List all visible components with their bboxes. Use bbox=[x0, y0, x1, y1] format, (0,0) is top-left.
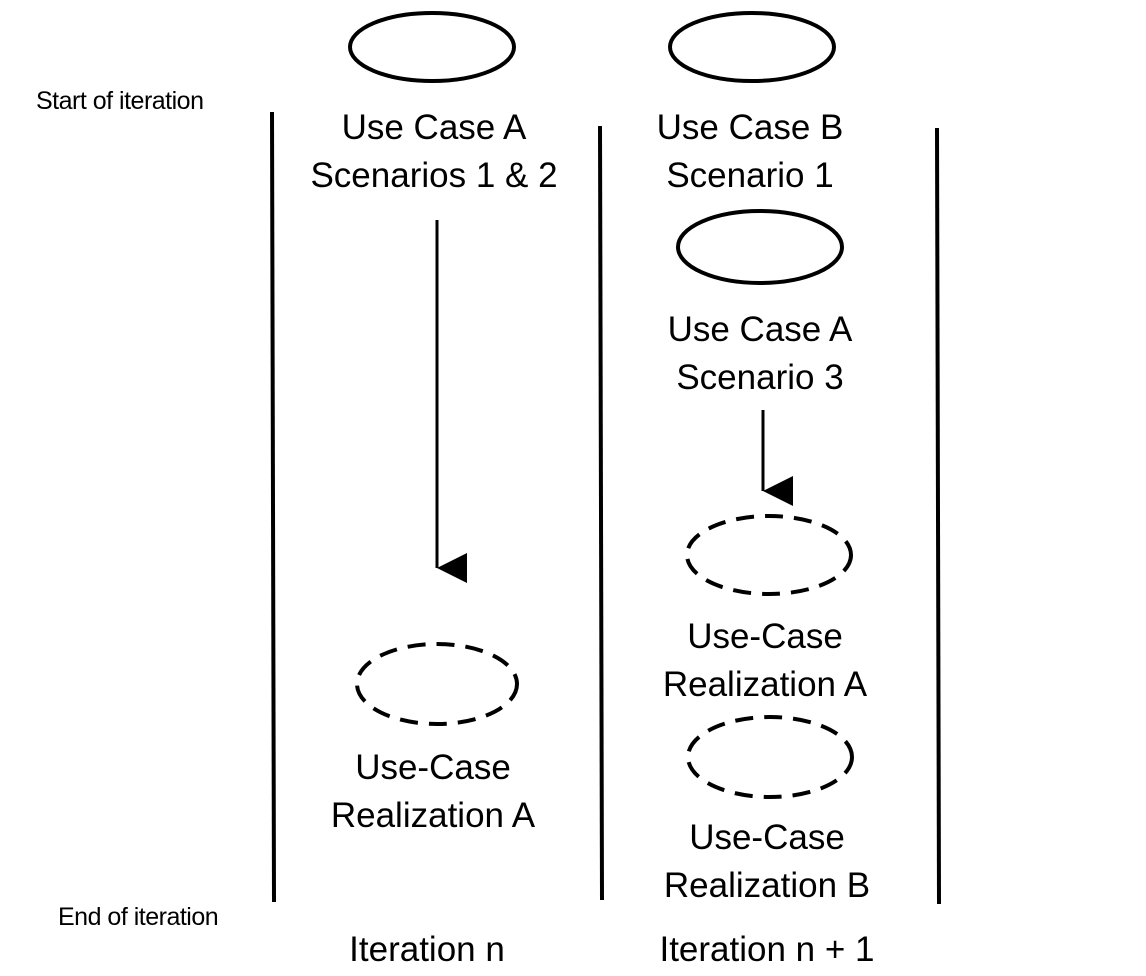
end-of-iteration-label: End of iteration bbox=[58, 903, 219, 931]
lane-divider-middle bbox=[598, 125, 604, 901]
use-case-name: Use Case B bbox=[656, 108, 844, 147]
realization-kind: Use-Case bbox=[687, 617, 843, 656]
iteration-title: Iteration n bbox=[349, 930, 505, 969]
use-case-scenarios: Scenario 3 bbox=[676, 358, 844, 397]
realization-label: Use-Case Realization A bbox=[630, 619, 900, 702]
use-case-label: Use Case B Scenario 1 bbox=[615, 110, 885, 193]
realization-kind: Use-Case bbox=[689, 818, 845, 857]
use-case-b-oval bbox=[668, 11, 836, 83]
use-case-a-oval bbox=[348, 11, 516, 83]
realization-name: Realization A bbox=[330, 796, 536, 835]
realization-kind: Use-Case bbox=[355, 748, 511, 787]
lane-divider-right bbox=[935, 127, 941, 905]
realization-b-oval-iter-n1 bbox=[686, 715, 854, 799]
use-case-scenarios: Scenario 1 bbox=[666, 156, 834, 195]
realization-name: Realization B bbox=[663, 866, 871, 905]
realization-a-oval-iter-n1 bbox=[685, 514, 853, 596]
realization-label: Use-Case Realization B bbox=[632, 820, 902, 903]
realization-a-oval-iter-n bbox=[355, 642, 519, 726]
use-case-label: Use Case A Scenario 3 bbox=[625, 312, 895, 395]
use-case-a-scenario-3-oval bbox=[676, 209, 844, 285]
use-case-name: Use Case A bbox=[341, 108, 527, 147]
iteration-title: Iteration n + 1 bbox=[659, 930, 875, 969]
use-case-label: Use Case A Scenarios 1 & 2 bbox=[284, 110, 584, 193]
lane-divider-left bbox=[270, 111, 276, 903]
use-case-scenarios: Scenarios 1 & 2 bbox=[310, 156, 558, 195]
realization-label: Use-Case Realization A bbox=[298, 750, 568, 833]
use-case-name: Use Case A bbox=[667, 310, 853, 349]
start-of-iteration-label: Start of iteration bbox=[36, 87, 204, 115]
realization-name: Realization A bbox=[662, 665, 868, 704]
